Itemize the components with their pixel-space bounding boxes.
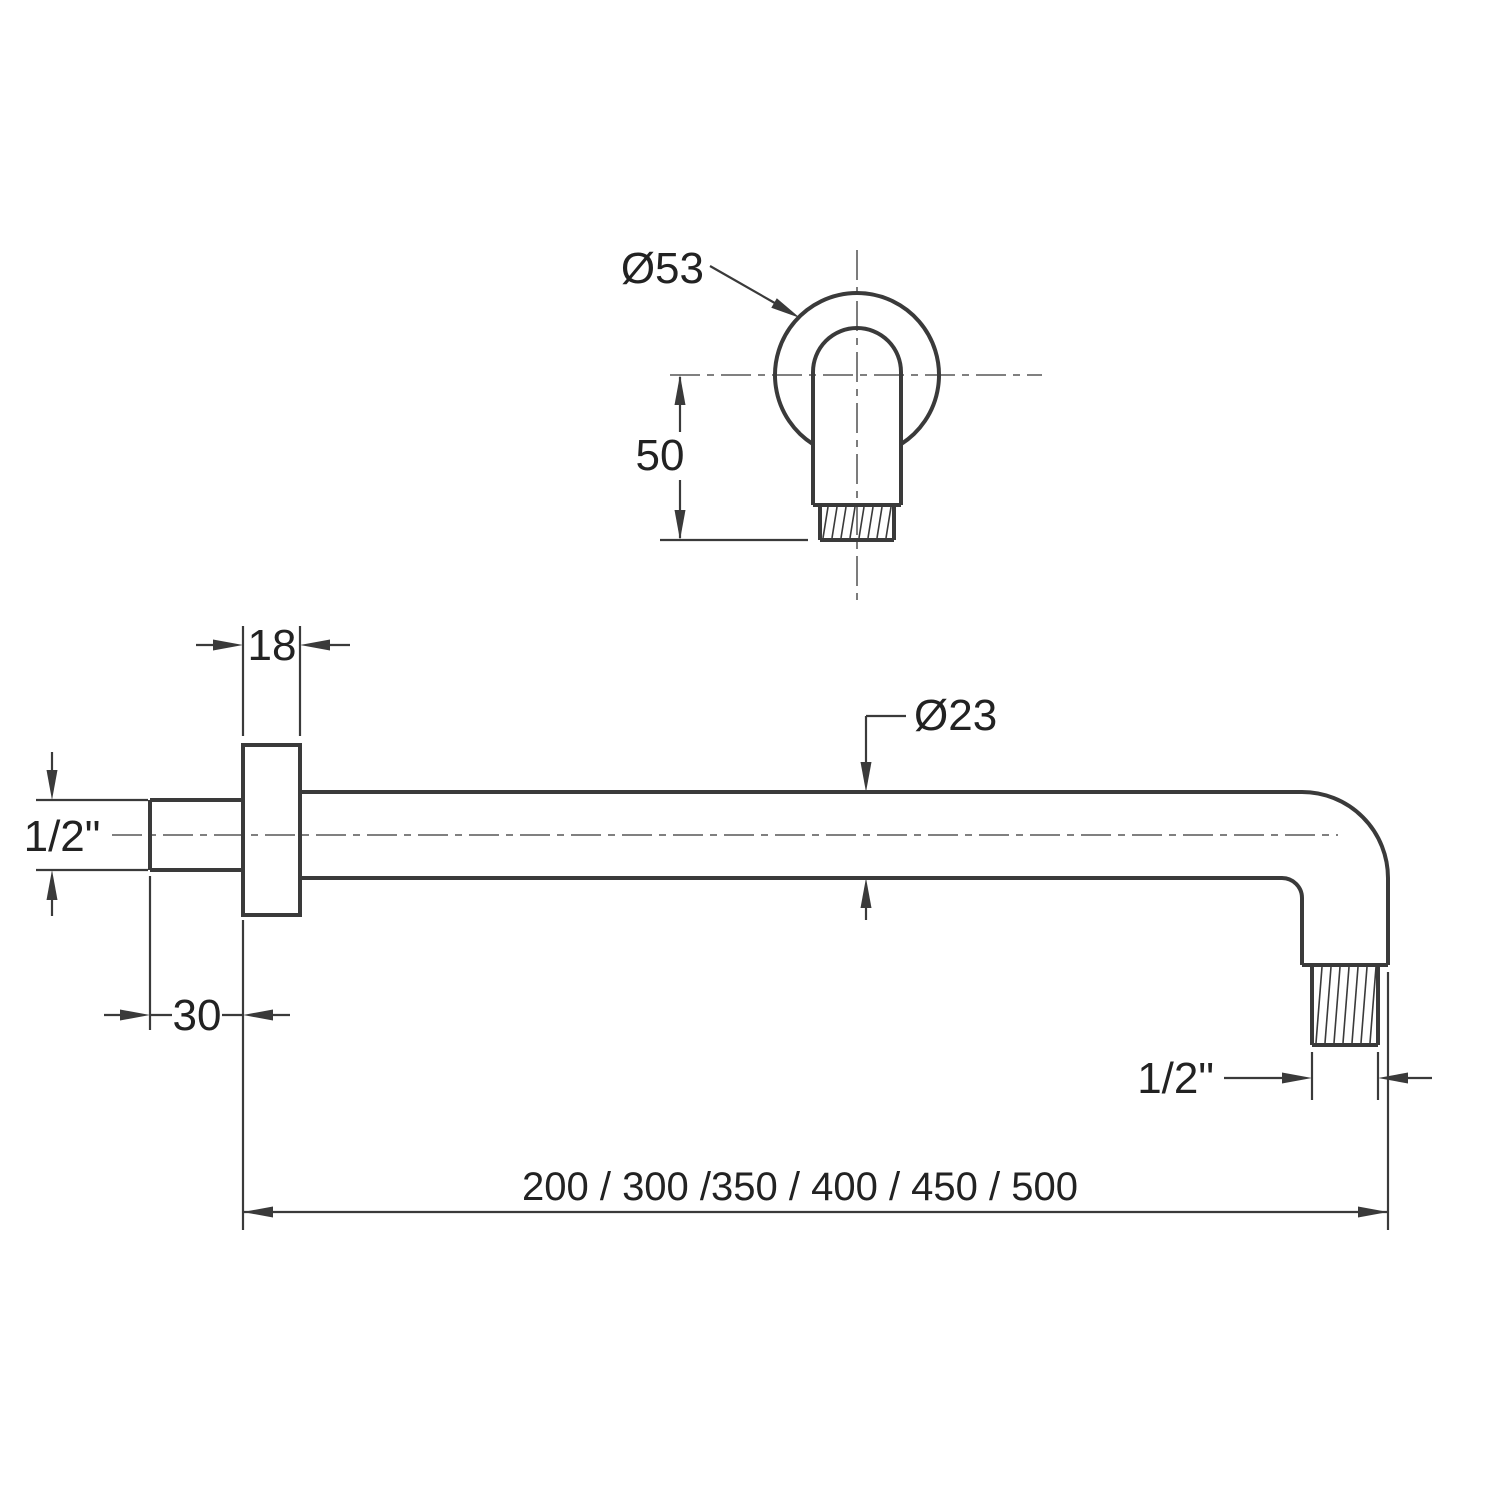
flange-diameter-callout: Ø53 [621,244,800,318]
drop-arrow-up [674,375,686,405]
elbow-inner-fillet [1281,876,1304,899]
outlet-thread-hatching [1315,966,1377,1044]
leader-arrowhead [771,298,800,318]
thread-length-arrow-right [243,1009,273,1021]
flange-thickness-arrow-left [213,639,243,651]
pipe-diameter-label: Ø23 [914,691,997,740]
thread-length-label: 30 [173,991,222,1040]
wall-flange [241,743,302,917]
flange-circle [773,291,941,446]
pipe-end-outline [811,326,903,505]
pipe-diameter-callout: Ø23 [860,691,997,920]
flange-diameter-label: Ø53 [621,244,704,293]
inlet-thread-arrow-down [46,770,58,800]
inlet-thread-arrow-up [46,870,58,900]
shower-arm-outline [300,790,1390,967]
front-thread-hatching [822,506,892,539]
side-view: 18 Ø23 1/2" [24,621,1432,1230]
front-thread-end [818,505,896,542]
pipe-diameter-arrow-down [860,762,872,792]
thread-length-dimension: 30 [104,876,290,1040]
inlet-thread-dimension: 1/2" [24,752,148,916]
outlet-thread [1310,965,1380,1047]
arm-length-arrow-left [243,1206,273,1218]
flange-thickness-dimension: 18 [196,621,350,736]
inlet-thread [148,798,243,872]
flange-thickness-arrow-right [300,639,330,651]
drop-dimension: 50 [636,375,808,542]
arm-lengths-label: 200 / 300 /350 / 400 / 450 / 500 [522,1165,1078,1209]
pipe-diameter-arrow-up [860,878,872,908]
drop-label: 50 [636,431,685,480]
thread-length-arrow-left [120,1009,150,1021]
inlet-thread-label: 1/2" [24,812,101,861]
front-view: Ø53 50 [621,244,1042,600]
elbow-outer-arc [1301,790,1390,879]
outlet-thread-arrow-right [1282,1072,1312,1084]
outlet-thread-dimension: 1/2" [1137,1052,1432,1103]
outlet-thread-label: 1/2" [1137,1054,1214,1103]
arm-length-dimension: 200 / 300 /350 / 400 / 450 / 500 [241,920,1390,1230]
outlet-thread-arrow-left [1378,1072,1408,1084]
drop-arrow-down [674,510,686,540]
flange-thickness-label: 18 [248,621,297,670]
arm-length-arrow-right [1358,1206,1388,1218]
